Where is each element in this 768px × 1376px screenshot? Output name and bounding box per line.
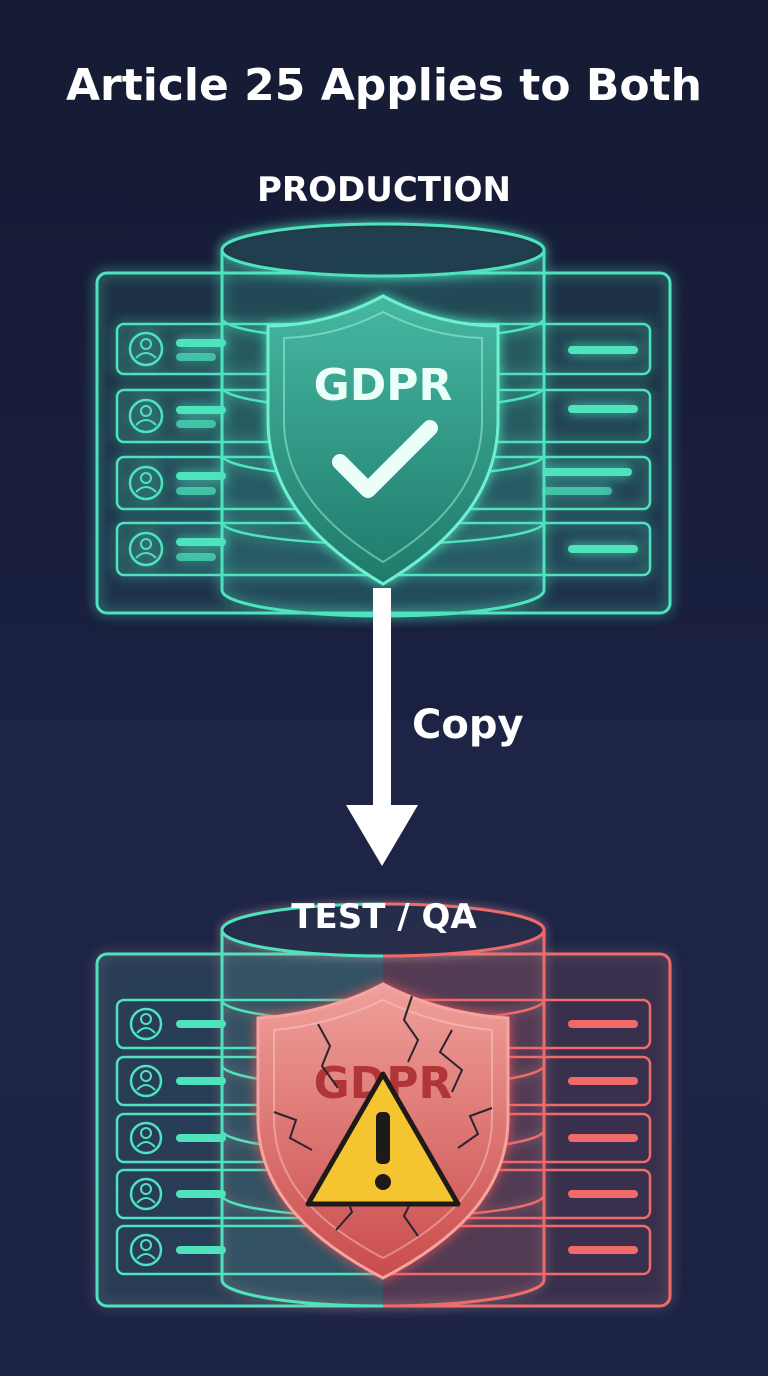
user-avatar-icon	[129, 1233, 163, 1267]
user-avatar-icon	[128, 531, 164, 567]
copy-label: Copy	[412, 702, 524, 748]
checkmark-icon	[332, 420, 438, 498]
gdpr-shield-compliant: GDPR	[266, 294, 500, 586]
warning-icon	[305, 1071, 461, 1207]
user-avatar-icon	[129, 1177, 163, 1211]
page-title: Article 25 Applies to Both	[66, 60, 702, 111]
gdpr-shield-broken: GDPR	[256, 982, 510, 1280]
user-avatar-icon	[129, 1121, 163, 1155]
user-avatar-icon	[128, 331, 164, 367]
test-label: TEST / QA	[291, 897, 477, 937]
copy-arrow: Copy	[346, 588, 524, 866]
user-avatar-icon	[128, 398, 164, 434]
user-avatar-icon	[128, 465, 164, 501]
user-avatar-icon	[129, 1064, 163, 1098]
shield-cracks	[273, 995, 493, 1237]
user-avatar-icon	[129, 1007, 163, 1041]
test-section: TEST / QA GDPR	[95, 897, 672, 1308]
production-section: PRODUCTION	[95, 170, 672, 618]
production-shield-text: GDPR	[314, 360, 453, 411]
production-label: PRODUCTION	[257, 170, 511, 210]
